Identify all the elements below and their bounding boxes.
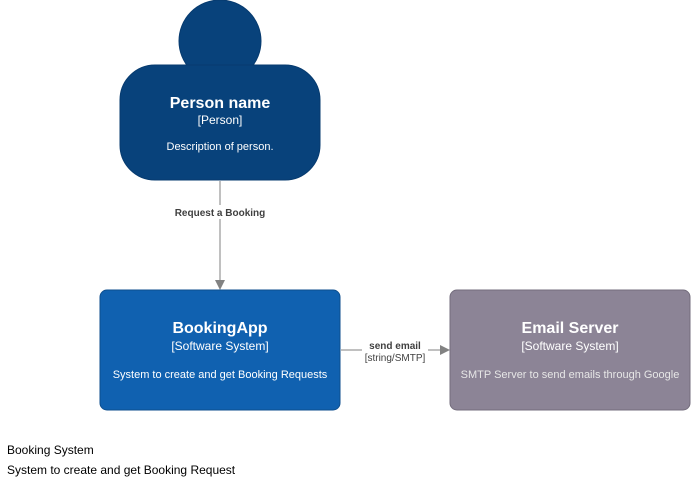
person-body-shape (119, 64, 321, 181)
relationship-request-booking[interactable]: Request a Booking (172, 181, 268, 290)
person-description: Description of person. (167, 141, 274, 153)
relationship-send-email[interactable]: send email [string/SMTP] (341, 339, 450, 364)
request-booking-label: Request a Booking (175, 208, 266, 219)
booking-app-name: BookingApp (172, 320, 267, 337)
send-email-technology: [string/SMTP] (365, 353, 426, 364)
diagram-title: Booking System (7, 443, 94, 457)
email-server-type: [Software System] (521, 339, 618, 353)
person-type: [Person] (198, 113, 243, 127)
booking-app-element[interactable]: BookingApp [Software System] System to c… (99, 289, 341, 411)
booking-app-type: [Software System] (171, 339, 268, 353)
email-server-box (449, 289, 691, 411)
request-booking-label-bg (172, 205, 268, 219)
email-server-name: Email Server (522, 320, 619, 337)
diagram-description: System to create and get Booking Request (7, 463, 236, 477)
person-element[interactable]: Person name [Person] Description of pers… (119, 0, 321, 181)
send-email-label: send email (369, 341, 421, 352)
booking-app-description: System to create and get Booking Request… (113, 369, 328, 381)
booking-app-box (99, 289, 341, 411)
email-server-description: SMTP Server to send emails through Googl… (461, 369, 680, 381)
send-email-label-bg (362, 339, 428, 363)
person-name: Person name (170, 95, 271, 112)
email-server-element[interactable]: Email Server [Software System] SMTP Serv… (449, 289, 691, 411)
